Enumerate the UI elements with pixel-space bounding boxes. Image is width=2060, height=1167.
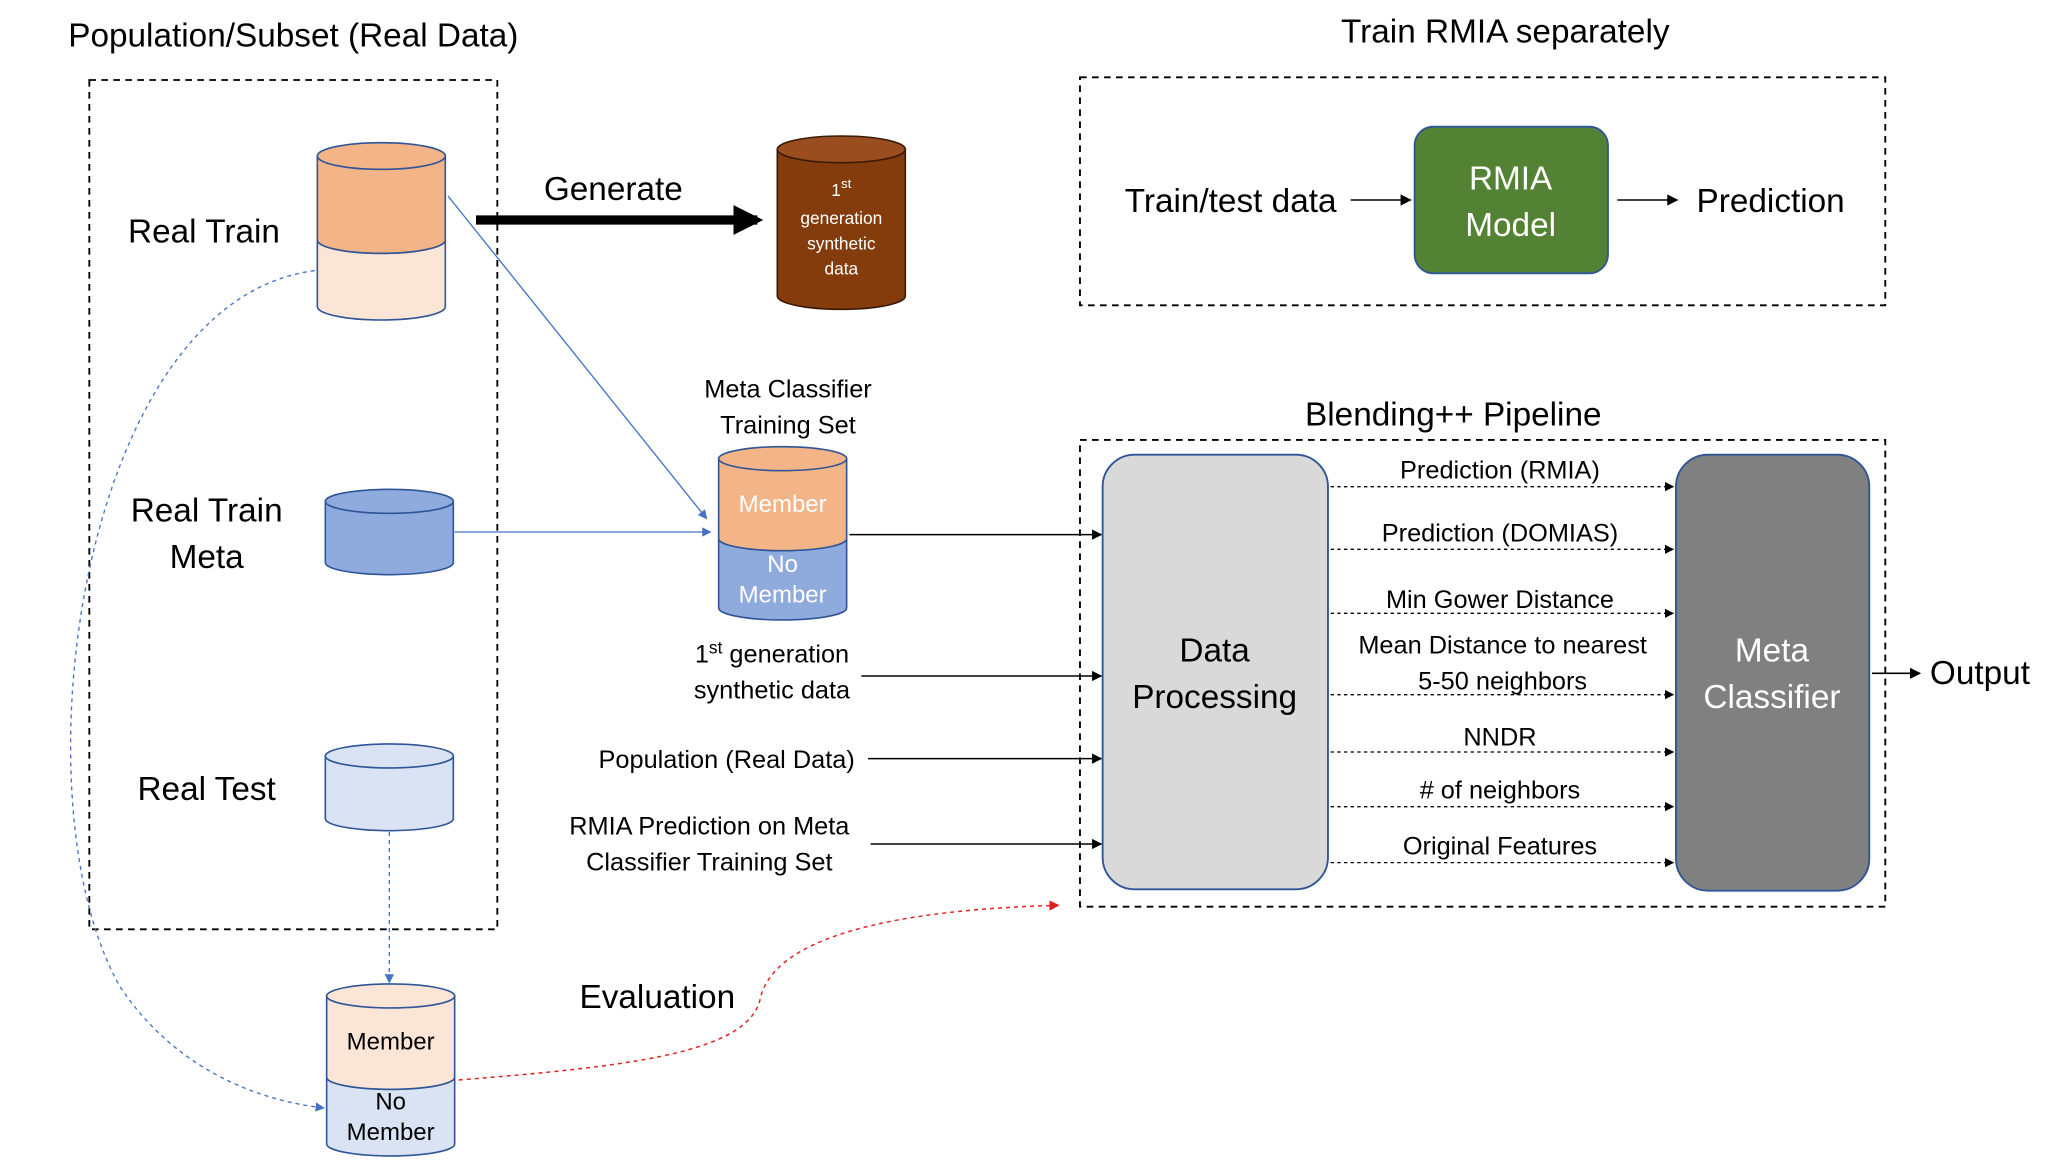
meta-classifier-box bbox=[1675, 453, 1871, 892]
real-train-to-meta-arrow bbox=[447, 195, 708, 520]
population-box bbox=[88, 79, 499, 931]
feature-1: Prediction (RMIA) bbox=[1400, 457, 1600, 485]
output-label: Output bbox=[1930, 655, 2031, 692]
synthetic-cyl-line1: 1st bbox=[831, 176, 851, 200]
feature-2: Prediction (DOMIAS) bbox=[1382, 519, 1618, 547]
feature-6: # of neighbors bbox=[1420, 777, 1581, 805]
feature-7: Original Features bbox=[1403, 833, 1597, 861]
real-test-label: Real Test bbox=[137, 771, 276, 808]
real-train-to-eval-curve bbox=[70, 269, 325, 1112]
evaluation-cylinder-icon bbox=[325, 983, 456, 1157]
blending-title: Blending++ Pipeline bbox=[1305, 396, 1602, 433]
meta-training-cylinder-icon bbox=[717, 445, 848, 621]
synthetic-cyl-line3: synthetic bbox=[807, 233, 876, 253]
eval-no-member-2: Member bbox=[347, 1119, 435, 1146]
real-train-meta-label-1: Real Train bbox=[131, 492, 283, 529]
data-processing-box bbox=[1101, 453, 1329, 891]
input-synthetic-line2: synthetic data bbox=[694, 677, 851, 705]
rmia-output-label: Prediction bbox=[1697, 183, 1845, 220]
meta-training-member: Member bbox=[739, 491, 827, 518]
meta-training-title-1: Meta Classifier bbox=[704, 375, 872, 403]
rmia-model-line2: Model bbox=[1465, 207, 1556, 244]
meta-training-title-2: Training Set bbox=[720, 411, 856, 439]
input-population: Population (Real Data) bbox=[599, 746, 855, 774]
meta-training-no-member-1: No bbox=[767, 551, 798, 578]
population-title: Population/Subset (Real Data) bbox=[68, 18, 518, 55]
feature-4-line2: 5-50 neighbors bbox=[1418, 667, 1587, 695]
evaluation-label: Evaluation bbox=[579, 979, 735, 1016]
feature-3: Min Gower Distance bbox=[1386, 586, 1614, 614]
data-processing-line2: Processing bbox=[1132, 679, 1297, 716]
meta-classifier-line1: Meta bbox=[1735, 632, 1810, 669]
feature-5: NNDR bbox=[1463, 723, 1536, 751]
real-train-label: Real Train bbox=[128, 214, 280, 251]
meta-classifier-line2: Classifier bbox=[1703, 679, 1840, 716]
synthetic-cyl-line2: generation bbox=[800, 208, 882, 228]
train-rmia-title: Train RMIA separately bbox=[1341, 14, 1670, 51]
real-train-cylinder-icon bbox=[316, 141, 447, 321]
generate-label: Generate bbox=[544, 171, 683, 208]
real-train-meta-cylinder-icon bbox=[324, 488, 455, 576]
synthetic-data-cylinder-icon bbox=[776, 135, 907, 311]
rmia-model-box bbox=[1413, 125, 1609, 275]
meta-training-no-member-2: Member bbox=[739, 582, 827, 609]
rmia-model-line1: RMIA bbox=[1469, 160, 1553, 197]
evaluation-curve bbox=[458, 900, 1060, 1081]
input-rmia-pred-line1: RMIA Prediction on Meta bbox=[569, 813, 850, 841]
eval-no-member-1: No bbox=[375, 1088, 406, 1115]
synthetic-cyl-line4: data bbox=[824, 259, 858, 279]
data-processing-line1: Data bbox=[1179, 632, 1250, 669]
rmia-input-label: Train/test data bbox=[1125, 183, 1337, 220]
real-train-meta-label-2: Meta bbox=[170, 539, 245, 576]
input-synthetic-line1: 1st generation bbox=[695, 637, 849, 668]
real-test-cylinder-icon bbox=[324, 743, 455, 832]
input-rmia-pred-line2: Classifier Training Set bbox=[586, 849, 832, 877]
eval-member: Member bbox=[347, 1028, 435, 1055]
feature-4-line1: Mean Distance to nearest bbox=[1358, 631, 1647, 659]
